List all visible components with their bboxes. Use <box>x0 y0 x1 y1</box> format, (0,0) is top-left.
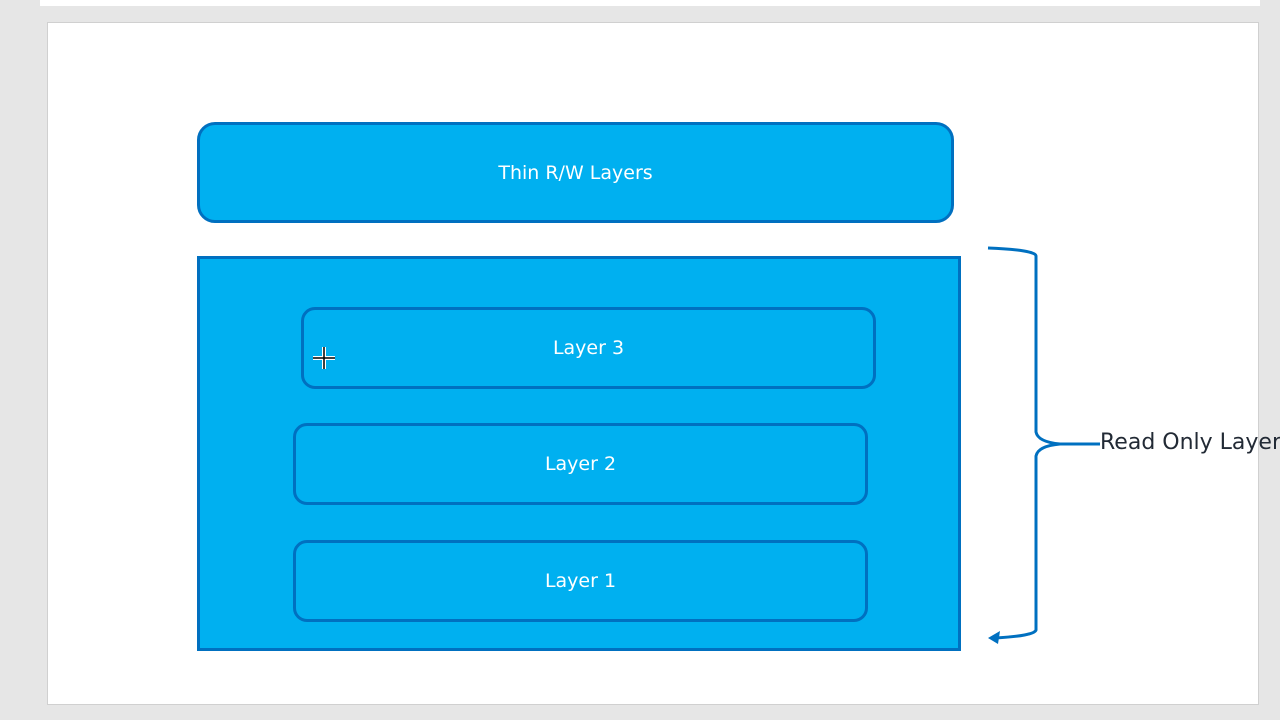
thin-rw-layers-box[interactable]: Thin R/W Layers <box>197 122 954 223</box>
ruler <box>40 0 1260 6</box>
thin-rw-layers-label: Thin R/W Layers <box>498 161 653 184</box>
layer-2-label: Layer 2 <box>544 453 617 475</box>
crosshair-cursor-icon <box>313 347 335 369</box>
layer-1-box[interactable]: Layer 1 <box>293 540 868 622</box>
layer-1-label: Layer 1 <box>544 570 617 592</box>
curly-brace <box>987 246 1100 640</box>
layer-3-label: Layer 3 <box>552 337 625 359</box>
layer-3-box[interactable]: Layer 3 <box>301 307 876 389</box>
arrowhead-icon <box>988 631 1000 644</box>
layer-2-box[interactable]: Layer 2 <box>293 423 868 505</box>
read-only-layer-label: Read Only Layer <box>1100 430 1280 455</box>
